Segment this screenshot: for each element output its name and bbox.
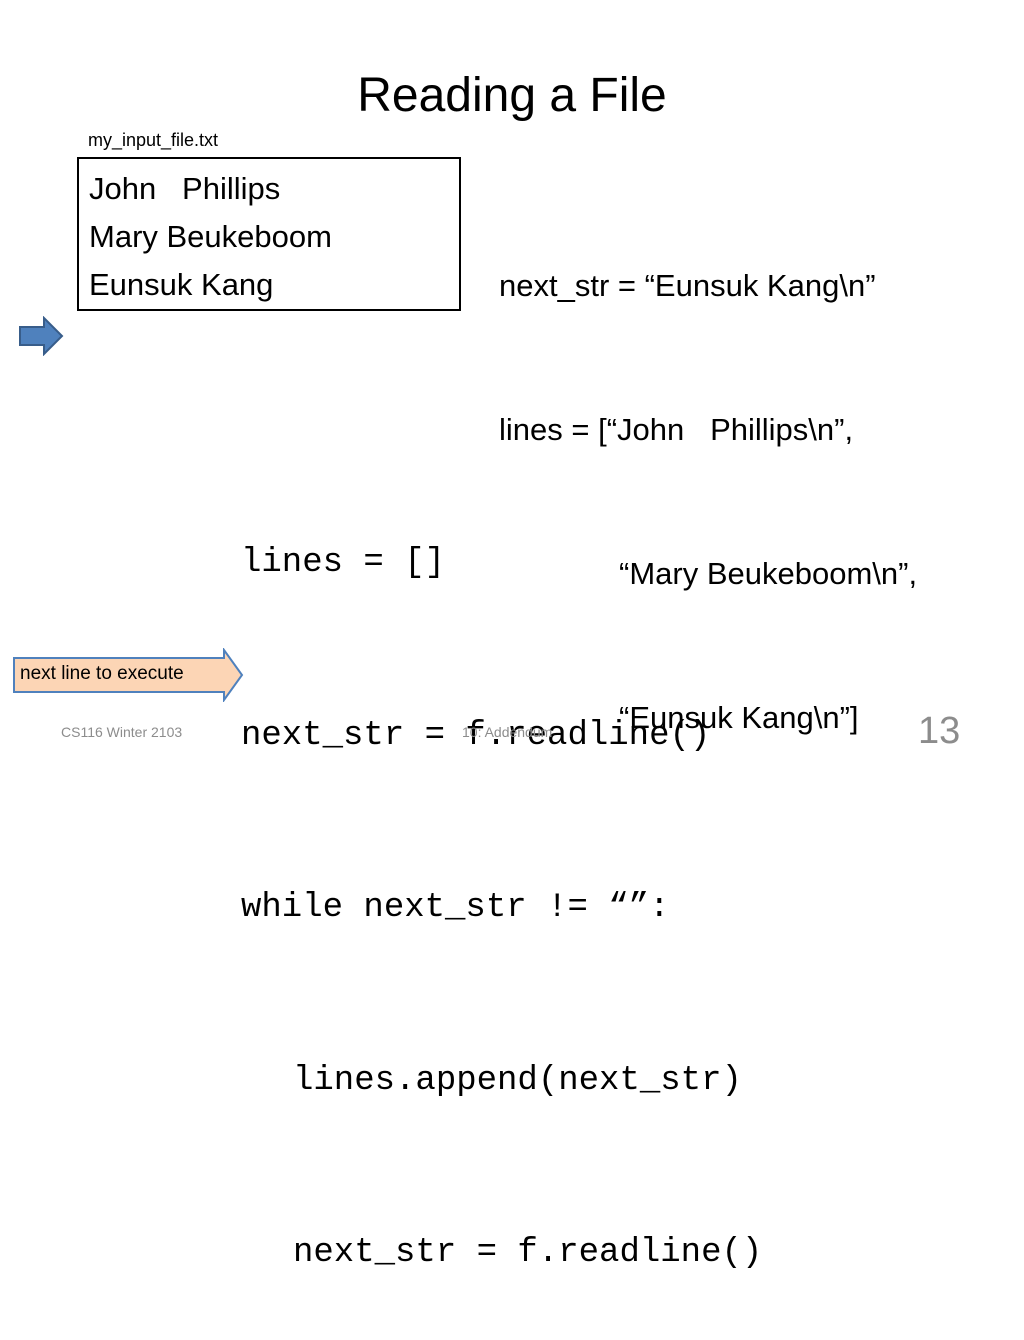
file-line-3: Eunsuk Kang — [89, 267, 274, 302]
file-line-2: Mary Beukeboom — [89, 219, 332, 254]
page-number: 13 — [918, 710, 961, 752]
state-lines-line-3: “Eunsuk Kang\n”] — [619, 700, 859, 735]
right-arrow-icon — [18, 315, 64, 357]
code-block: lines = [] next_str = f.readline() while… — [241, 420, 762, 1340]
callout-label: next line to execute — [20, 663, 184, 684]
file-contents-box: John Phillips Mary Beukeboom Eunsuk Kang — [77, 157, 461, 311]
code-line-1: lines = [] — [241, 544, 446, 582]
variable-state: next_str = “Eunsuk Kang\n” lines = [“Joh… — [499, 166, 917, 790]
code-line-3: while next_str != “”: — [241, 889, 670, 927]
state-lines-line-2: “Mary Beukeboom\n”, — [619, 556, 918, 591]
footer-section: 10: Addendum — [462, 724, 553, 740]
file-name-label: my_input_file.txt — [88, 130, 219, 150]
slide-title: Reading a File — [357, 69, 667, 122]
state-next-str: next_str = “Eunsuk Kang\n” — [499, 268, 876, 303]
file-line-1: John Phillips — [89, 171, 281, 206]
footer-course: CS116 Winter 2103 — [61, 724, 183, 740]
code-line-4: lines.append(next_str) — [293, 1061, 742, 1100]
next-line-callout: next line to execute — [12, 648, 244, 702]
state-lines-line-1: lines = [“John Phillips\n”, — [499, 412, 854, 447]
pentagon-arrow-callout — [13, 648, 244, 702]
code-line-2: next_str = f.readline() — [241, 716, 711, 755]
code-line-5: next_str = f.readline() — [293, 1234, 763, 1272]
